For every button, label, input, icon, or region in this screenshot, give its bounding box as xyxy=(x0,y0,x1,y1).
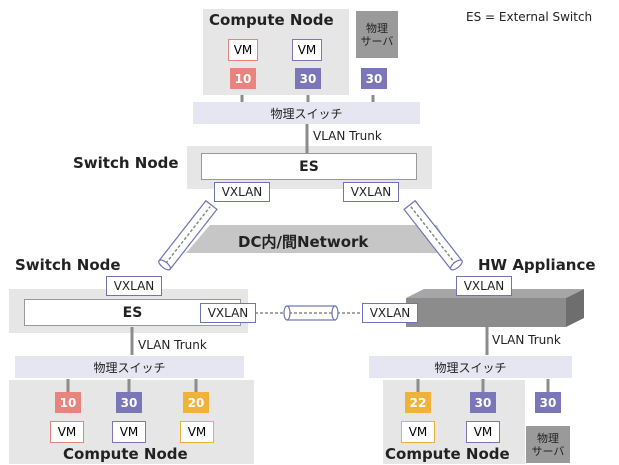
top-vm-1: VM xyxy=(228,39,258,61)
left-vm-2: VM xyxy=(112,421,146,443)
top-vlan-trunk-label: VLAN Trunk xyxy=(313,129,382,143)
left-vlan-tag-3: 20 xyxy=(183,392,209,413)
right-physical-server-line1: 物理 xyxy=(537,431,559,445)
right-physical-server-line2: サーバ xyxy=(531,444,565,458)
top-physical-server-line2: サーバ xyxy=(360,34,394,48)
left-switch-node-title: Switch Node xyxy=(15,256,121,274)
right-vxlan-top: VXLAN xyxy=(456,276,512,296)
right-physical-server: 物理 サーバ xyxy=(526,426,570,463)
left-vm-1: VM xyxy=(50,421,84,443)
right-vm-2: VM xyxy=(466,421,500,443)
right-vlan-tag-1: 22 xyxy=(405,392,431,413)
left-vm-3: VM xyxy=(180,421,214,443)
top-physical-switch: 物理スイッチ xyxy=(193,102,420,124)
top-vm-2: VM xyxy=(292,39,322,61)
hw-appliance-title: HW Appliance xyxy=(478,256,596,274)
top-compute-node-bg xyxy=(203,9,349,95)
top-vlan-tag-1: 10 xyxy=(230,68,256,89)
top-compute-node-title: Compute Node xyxy=(209,11,334,29)
top-vxlan-left: VXLAN xyxy=(214,182,270,202)
top-physical-server-vlan: 30 xyxy=(361,68,387,89)
left-physical-switch: 物理スイッチ xyxy=(15,356,244,378)
right-vlan-trunk-label: VLAN Trunk xyxy=(492,333,561,347)
right-vm-1: VM xyxy=(401,421,435,443)
vxlan-tunnel-right xyxy=(403,199,463,271)
left-vlan-tag-1: 10 xyxy=(55,392,81,413)
left-vxlan-right: VXLAN xyxy=(200,303,256,323)
left-vxlan-top: VXLAN xyxy=(106,276,162,296)
legend-text: ES = External Switch xyxy=(466,10,593,24)
top-physical-server: 物理 サーバ xyxy=(356,11,398,58)
top-vxlan-right: VXLAN xyxy=(343,182,399,202)
vxlan-tunnel-horizontal xyxy=(255,305,362,321)
top-switch-node-title: Switch Node xyxy=(73,154,179,172)
core-network-band xyxy=(186,225,452,253)
left-vlan-tag-2: 30 xyxy=(116,392,142,413)
right-vlan-tag-2: 30 xyxy=(470,392,496,413)
vxlan-tunnel-left xyxy=(158,199,218,271)
right-physical-switch: 物理スイッチ xyxy=(369,356,572,378)
left-compute-node-title: Compute Node xyxy=(63,445,188,463)
right-compute-node-title: Compute Node xyxy=(385,445,510,463)
right-vxlan-left: VXLAN xyxy=(362,303,418,323)
core-network-label: DC内/間Network xyxy=(238,233,369,251)
top-external-switch: ES xyxy=(201,153,417,180)
right-physical-server-vlan: 30 xyxy=(535,392,561,413)
left-vlan-trunk-label: VLAN Trunk xyxy=(138,338,207,352)
top-physical-server-line1: 物理 xyxy=(366,21,388,35)
top-vlan-tag-2: 30 xyxy=(295,68,321,89)
